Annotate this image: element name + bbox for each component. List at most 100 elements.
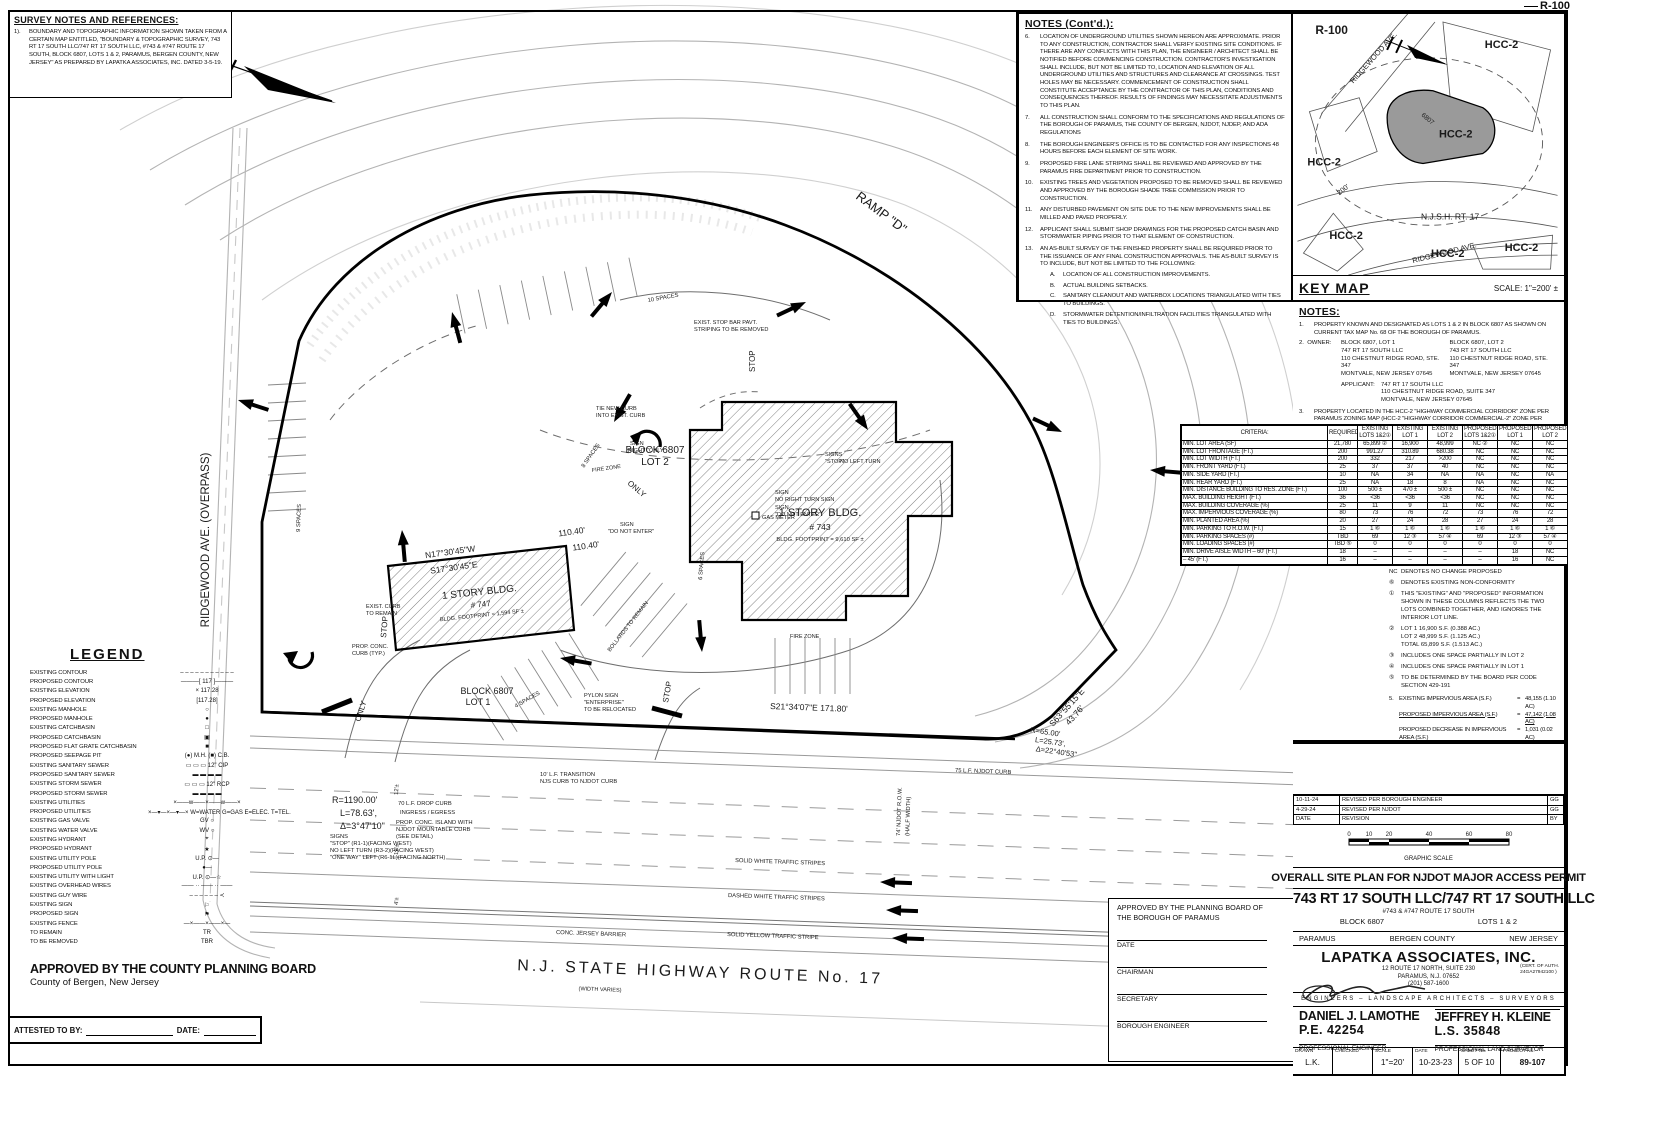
table-cell: 500 ±: [1427, 486, 1463, 496]
legend-item-symbol: U.P. ⊙—☆: [192, 874, 222, 881]
keymap-hcc2-3: HCC-2: [1439, 129, 1472, 141]
table-cell: 16: [1497, 555, 1533, 565]
table-cell: 500 ±: [1357, 486, 1393, 496]
legend-item: EXISTING SIGN⚐: [30, 900, 268, 909]
key-map-drawing: R-100 HCC-2 HCC-2 HCC-2 HCC-2 HCC-2 HCC-…: [1297, 14, 1558, 276]
dim-12-label-2: 12'±: [394, 844, 400, 855]
table-cell: 25: [1327, 478, 1358, 488]
note-number: 9.: [1025, 161, 1030, 168]
table-cell: 332: [1357, 455, 1393, 465]
building-747-number: # 747: [470, 599, 491, 610]
note-item: 8.THE BOROUGH ENGINEER'S OFFICE IS TO BE…: [1025, 142, 1285, 157]
legend-item-symbol: – – – – – – – – – – –: [180, 669, 234, 676]
table-cell: 80: [1327, 509, 1358, 519]
keymap-hcc2-5: HCC-2: [1431, 248, 1464, 260]
table-cell: NC: [1497, 440, 1533, 449]
engineer-license: P.E. 42254: [1299, 1022, 1365, 1037]
table-header: EXISTING LOT 2: [1427, 425, 1463, 441]
table-cell: NC: [1532, 463, 1568, 472]
table-cell: 18: [1497, 548, 1533, 557]
table-cell: NA: [1427, 470, 1463, 480]
table-cell: 10-11-24: [1293, 795, 1340, 806]
table-cell: 1 ⑥: [1497, 524, 1533, 534]
building-747: [386, 544, 576, 652]
legend-item-label: PROPOSED MANHOLE: [30, 716, 93, 723]
firm-address-2: PARAMUS, N.J. 07652: [1397, 973, 1460, 980]
table-cell: MIN. LOT AREA (SF): [1181, 440, 1328, 449]
table-cell: 69: [1357, 532, 1393, 542]
pylon-sign-b: "ENTERPRISE": [584, 700, 624, 706]
table-cell: MIN. LOT WIDTH (FT.): [1181, 455, 1328, 465]
building-743-number: # 743: [809, 522, 831, 532]
legend-item-symbol: ▣: [204, 735, 210, 742]
table-cell: 0: [1427, 540, 1463, 550]
table-cell: NC ②: [1462, 440, 1498, 449]
legend-item-symbol: GV ○: [200, 818, 214, 825]
ridgewood-label: RIDGEWOOD AVE. (OVERPASS): [200, 453, 212, 628]
width-varies-label: (WIDTH VARIES): [578, 986, 621, 994]
legend-item-symbol: —— ·· —— ·· ——: [181, 883, 233, 890]
sign-right-only-b: RIGHT "ONLY": [628, 448, 666, 454]
table-cell: –: [1427, 548, 1463, 557]
svg-text:80: 80: [1505, 832, 1512, 838]
table-cell: NC: [1532, 478, 1568, 488]
table-cell: 24: [1392, 517, 1428, 526]
dim-12-label-1: 12'±: [394, 784, 400, 795]
table-cell: 200: [1327, 447, 1358, 457]
table-cell: TBD: [1327, 532, 1358, 542]
table-cell: –: [1392, 548, 1428, 557]
cert-of-auth: (CERT. OF AUTH.24GA27942100 ): [1520, 963, 1559, 975]
stop-pavement-label-2: STOP: [661, 680, 674, 703]
legend-item-symbol: TBR: [201, 939, 213, 946]
note-item: 13.AN AS-BUILT SURVEY OF THE FINISHED PR…: [1025, 246, 1285, 327]
approval-chairman-line: CHAIRMAN: [1117, 967, 1267, 976]
municipality: PARAMUS: [1299, 933, 1336, 943]
county: BERGEN COUNTY: [1389, 933, 1456, 943]
table-cell: MIN. FRONT YARD (FT.): [1181, 463, 1328, 472]
subject-parcel: [1386, 89, 1496, 165]
approval-date-line: DATE: [1117, 940, 1267, 949]
note-number: 7.: [1025, 114, 1030, 121]
note-number: 11.: [1025, 207, 1033, 214]
bottom-curb: [261, 710, 1016, 741]
note-number: 3.: [1299, 408, 1304, 415]
applicant-text: 747 RT 17 SOUTH LLC 110 CHESTNUT RIDGE R…: [1381, 381, 1496, 404]
drawing-title: OVERALL SITE PLAN FOR NJDOT MAJOR ACCESS…: [1271, 868, 1586, 889]
engineer-block: DANIEL J. LAMOTHE P.E. 42254 PROFESSIONA…: [1293, 1007, 1429, 1052]
table-header: CRITERIA:: [1181, 425, 1328, 441]
keymap-ridgewood-top: RIDGEWOOD AVE.: [1348, 30, 1399, 85]
note-number: 1.: [1299, 322, 1304, 328]
table-cell: 100: [1327, 486, 1358, 496]
table-cell: MIN. PARKING SPACES (#): [1181, 532, 1328, 542]
table-cell: BY: [1547, 814, 1564, 825]
notes-contd-list: 6.LOCATION OF UNDERGROUND UTILITIES SHOW…: [1025, 34, 1285, 327]
table-cell: 27: [1462, 517, 1498, 526]
legend-item-label: EXISTING UTILITY POLE: [30, 855, 97, 862]
legend-item-label: PROPOSED SIGN: [30, 911, 79, 918]
legend-item-symbol: ⌖: [205, 836, 209, 843]
fire-zone-label-2: FIRE ZONE: [790, 634, 820, 640]
table-cell: NC: [1462, 447, 1498, 457]
keymap-north-arrow-icon: [1384, 36, 1448, 65]
table-cell: <36: [1427, 494, 1463, 503]
key-map-scale: SCALE: 1"=200' ±: [1493, 283, 1558, 293]
note-item: 9.PROPOSED FIRE LANE STRIPING SHALL BE R…: [1025, 161, 1285, 176]
notes-contd-title: NOTES (Cont'd.):: [1025, 18, 1114, 30]
table-cell: <36: [1357, 494, 1393, 503]
table-cell: 28: [1532, 517, 1568, 526]
attested-row: ATTESTED TO BY: DATE:: [10, 1016, 262, 1044]
legend-item-symbol: ×——w——×——w——×: [173, 799, 241, 806]
bearing-2-dist: 110.40': [572, 539, 600, 553]
legend-item-symbol: ★: [204, 846, 210, 853]
table-cell: 1 ⑥: [1532, 524, 1568, 534]
table-cell: NC: [1462, 463, 1498, 472]
